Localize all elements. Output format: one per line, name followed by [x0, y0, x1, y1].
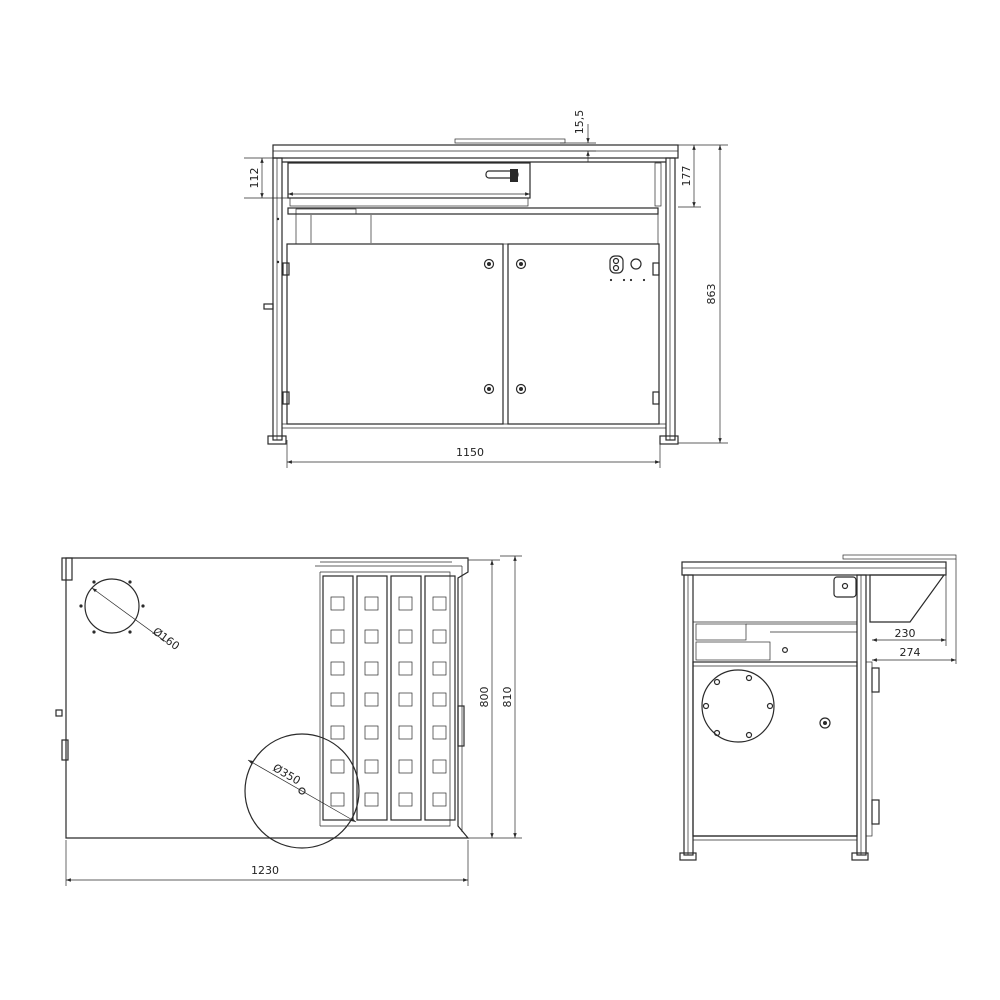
side-view: [679, 554, 957, 861]
filter-opening: [398, 629, 413, 644]
filter-opening: [432, 692, 447, 707]
filter-opening: [330, 629, 345, 644]
dim-15-5: 15,5: [573, 110, 586, 135]
filter-opening: [364, 596, 379, 611]
dim-230: 230: [895, 627, 916, 640]
filter-opening: [330, 692, 345, 707]
side-dimensions: 230 274: [872, 559, 957, 664]
top-view: Ø160 Ø350: [55, 557, 470, 849]
filter-opening: [364, 629, 379, 644]
dim-1150: 1150: [456, 446, 484, 459]
dim-863: 863: [705, 284, 718, 305]
dim-d350: Ø350: [271, 761, 303, 787]
filter-opening: [432, 725, 447, 740]
filter-cassettes: [322, 575, 456, 821]
filter-opening: [330, 661, 345, 676]
dim-1230: 1230: [251, 864, 279, 877]
filter-opening: [330, 759, 345, 774]
dim-800: 800: [478, 687, 491, 708]
filter-opening: [330, 792, 345, 807]
filter-opening: [364, 792, 379, 807]
duct-flange: [701, 669, 775, 743]
dim-177: 177: [680, 166, 693, 187]
filter-opening: [432, 792, 447, 807]
filter-grid: [330, 596, 447, 807]
filter-opening: [364, 725, 379, 740]
dim-810: 810: [501, 687, 514, 708]
filter-opening: [432, 596, 447, 611]
front-dimensions: 863 177 112 15,5 1150: [244, 110, 728, 468]
filter-opening: [364, 692, 379, 707]
filter-opening: [330, 596, 345, 611]
filter-opening: [398, 792, 413, 807]
dim-274: 274: [900, 646, 921, 659]
top-dimensions: 1230 800 810: [65, 555, 522, 886]
filter-opening: [398, 759, 413, 774]
filter-opening: [432, 661, 447, 676]
dim-d160: Ø160: [150, 625, 182, 653]
filter-opening: [398, 661, 413, 676]
dim-112: 112: [248, 168, 261, 189]
filter-opening: [330, 725, 345, 740]
filter-opening: [398, 692, 413, 707]
front-view: [263, 138, 679, 445]
filter-opening: [432, 629, 447, 644]
duct-160: Ø160: [79, 578, 182, 653]
duct-350: Ø350: [244, 733, 360, 849]
filter-opening: [398, 725, 413, 740]
filter-opening: [398, 596, 413, 611]
filter-opening: [364, 759, 379, 774]
filter-opening: [364, 661, 379, 676]
filter-opening: [432, 759, 447, 774]
